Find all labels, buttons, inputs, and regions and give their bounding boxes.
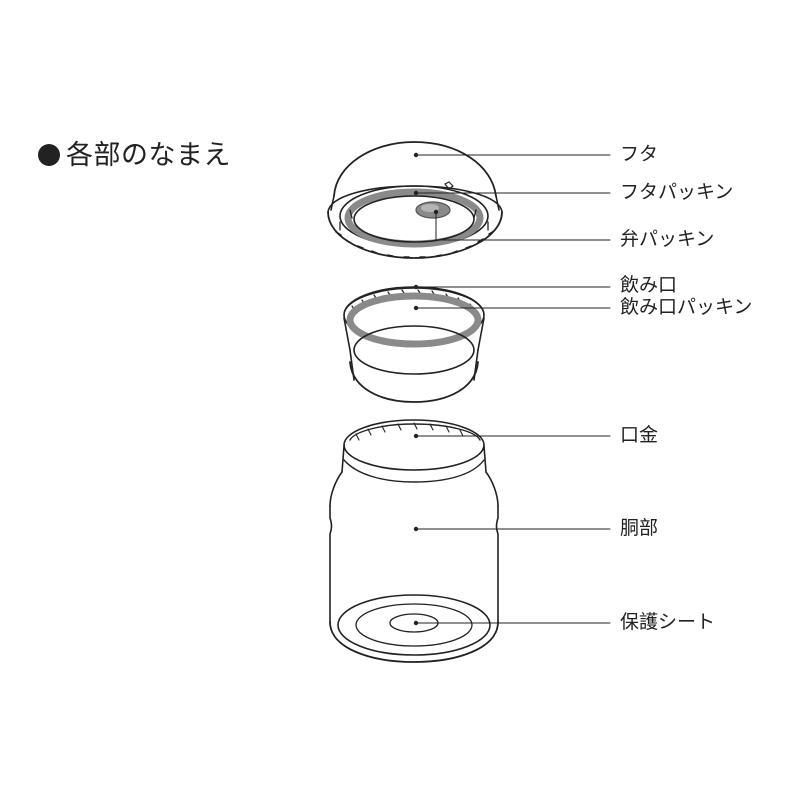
label-futa: フタ [620, 143, 659, 165]
bullet-icon [38, 144, 60, 166]
label-nomiguchi-packing: 飲み口パッキン [620, 296, 753, 318]
label-ben-packing: 弁パッキン [620, 228, 715, 250]
label-hogo-sheet: 保護シート [620, 611, 716, 633]
label-dobu: 胴部 [620, 517, 659, 539]
body-illustration [329, 419, 499, 663]
lid-illustration [327, 141, 503, 259]
leader-lines [415, 154, 611, 624]
leader-dots [413, 152, 439, 626]
mouthpiece-illustration [343, 286, 485, 403]
section-heading-text: 各部のなまえ [66, 140, 231, 171]
label-futa-packing: フタパッキン [620, 181, 734, 203]
label-nomiguchi: 飲み口 [620, 274, 678, 296]
label-kuchigane: 口金 [620, 424, 659, 446]
section-heading: 各部のなまえ [38, 133, 231, 172]
